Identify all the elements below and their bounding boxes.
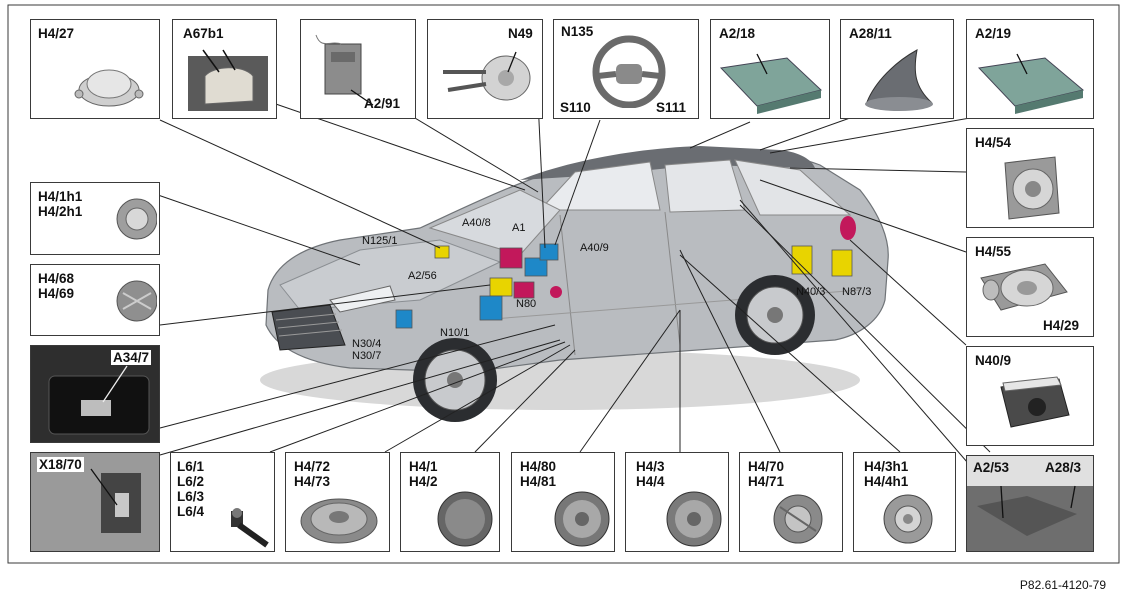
component-box-h4-70: H4/70 H4/71 (739, 452, 843, 552)
component-label: A2/91 (364, 96, 401, 111)
component-box-n49: N49 (427, 19, 543, 119)
component-label: H4/3h1 H4/4h1 (864, 459, 909, 489)
component-label: S111 (656, 100, 687, 115)
antenna-amplifier-icon (719, 53, 823, 114)
tweeter-icon (773, 494, 823, 544)
component-box-h4-3: H4/3 H4/4 (625, 452, 729, 552)
component-label: X18/70 (37, 457, 84, 472)
outer-frame (7, 4, 1120, 564)
amplifier-icon (1000, 376, 1070, 428)
component-label: H4/80 H4/81 (520, 459, 557, 489)
component-label: N49 (508, 26, 533, 41)
component-label: H4/27 (38, 26, 75, 41)
component-box-h4-80: H4/80 H4/81 (511, 452, 615, 552)
component-box-a28-11: A28/11 (840, 19, 954, 119)
component-box-n135: N135 S110 S111 (553, 19, 699, 119)
component-label: H4/72 H4/73 (294, 459, 331, 489)
leader-lines (157, 99, 1001, 501)
component-label: H4/55 (975, 244, 1012, 259)
steering-wheel-icon (592, 35, 666, 108)
control-module-icon (315, 34, 374, 106)
car-tag: A2/56 (408, 270, 437, 282)
component-label: S110 (560, 100, 591, 115)
speaker-icon (980, 263, 1068, 311)
speaker-icon (1004, 156, 1060, 220)
component-label: H4/68 H4/69 (38, 271, 75, 301)
car-tag: A40/8 (462, 217, 491, 229)
antenna-amplifier-icon (977, 53, 1085, 114)
component-box-h4-3h1: H4/3h1 H4/4h1 (853, 452, 956, 552)
component-box-h4-1h1: H4/1h1 H4/2h1 (30, 182, 160, 255)
component-box-x18-70: X18/70 (30, 452, 160, 552)
component-box-h4-54: H4/54 (966, 128, 1094, 228)
camera-sensor-icon (188, 49, 268, 111)
component-box-h4-68: H4/68 H4/69 (30, 264, 160, 336)
component-label: N135 (561, 24, 594, 39)
car-tag: N10/1 (440, 327, 470, 339)
steering-angle-sensor-icon (443, 51, 531, 101)
car-tag: N40/3 (796, 286, 826, 298)
component-box-h4-72: H4/72 H4/73 (285, 452, 390, 552)
component-box-a34-7: A34/7 (30, 345, 160, 443)
component-box-a2-18: A2/18 (710, 19, 830, 119)
component-label: A34/7 (111, 350, 152, 365)
tweeter-icon (116, 198, 157, 240)
component-box-h4-55: H4/55 H4/29 (966, 237, 1094, 337)
component-label: H4/1h1 H4/2h1 (38, 189, 83, 219)
component-box-h4-27: H4/27 (30, 19, 160, 119)
component-label: A28/3 (1045, 460, 1082, 475)
car-tag: N30/4 N30/7 (352, 338, 382, 362)
car-tag: N87/3 (842, 286, 872, 298)
component-box-h4-1: H4/1 H4/2 (400, 452, 500, 552)
speaker-icon (666, 491, 722, 547)
component-label: H4/70 H4/71 (748, 459, 785, 489)
shark-fin-antenna-icon (865, 49, 933, 111)
component-box-a2-53: A2/53 A28/3 (966, 455, 1094, 552)
tweeter-icon (116, 280, 157, 322)
tweeter-icon (883, 494, 933, 544)
component-label: H4/29 (1043, 318, 1080, 333)
speaker-icon (300, 498, 378, 544)
console-switch-photo (31, 346, 159, 442)
antenna-module-photo (967, 456, 1093, 551)
component-label: A28/11 (849, 26, 892, 41)
figure-reference: P82.61-4120-79 (1019, 578, 1106, 592)
car-tag: N125/1 (362, 235, 398, 247)
component-box-a2-19: A2/19 (966, 19, 1094, 119)
component-label: H4/54 (975, 135, 1012, 150)
car-tag: A40/9 (580, 242, 609, 254)
speaker-icon (74, 69, 144, 107)
car-tag: A1 (512, 222, 526, 234)
component-box-a2-91: A2/91 (300, 19, 416, 119)
component-box-n40-9: N40/9 (966, 346, 1094, 446)
component-label: N40/9 (975, 353, 1012, 368)
component-label: H4/1 H4/2 (409, 459, 438, 489)
component-label: H4/3 H4/4 (636, 459, 665, 489)
component-box-l6: L6/1 L6/2 L6/3 L6/4 (170, 452, 275, 552)
component-label: L6/1 L6/2 L6/3 L6/4 (177, 459, 205, 519)
speaker-icon (437, 491, 493, 547)
component-label: A67b1 (183, 26, 224, 41)
component-label: A2/19 (975, 26, 1012, 41)
car-tag: N80 (516, 298, 537, 310)
component-box-a67b1: A67b1 (172, 19, 277, 119)
component-label: A2/53 (973, 460, 1010, 475)
speaker-icon (554, 491, 610, 547)
component-label: A2/18 (719, 26, 756, 41)
wheel-speed-sensor-icon (231, 508, 269, 548)
car-illustration (260, 146, 889, 422)
